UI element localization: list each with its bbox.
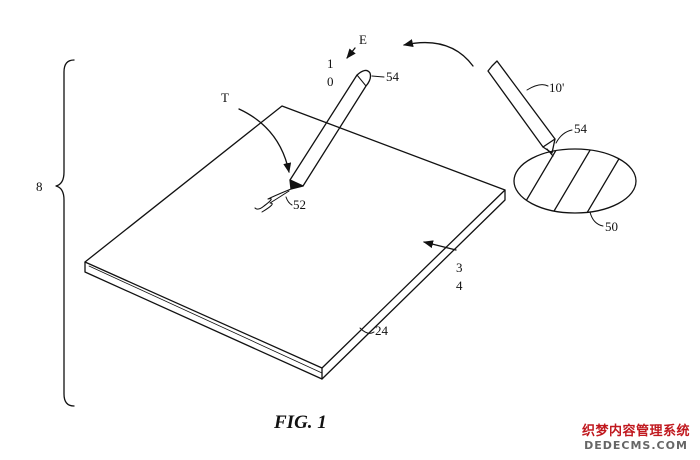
watermark-cn-text: 织梦内容管理系统 [581, 424, 690, 440]
figure-caption: FIG. 1 [273, 412, 327, 433]
label-1: 1 [327, 56, 334, 71]
label-52: 52 [293, 197, 306, 212]
leader-52 [285, 196, 293, 206]
site-watermark: 织梦内容管理系统 DEDECMS.COM [576, 424, 696, 453]
leader-50 [589, 211, 604, 227]
arrow-e [346, 47, 356, 59]
arrow-surface [423, 240, 457, 251]
label-8: 8 [36, 179, 43, 194]
stylus-secondary [487, 60, 556, 157]
label-t: T [221, 90, 229, 105]
assembly-brace [55, 59, 75, 407]
label-10-prime: 10' [549, 80, 564, 95]
label-e: E [359, 32, 367, 47]
tablet-device [84, 105, 506, 380]
label-54-secondary: 54 [574, 121, 588, 136]
label-24: 24 [375, 323, 389, 338]
leader-54b [555, 129, 573, 144]
watermark-en-text: DEDECMS.COM [584, 439, 688, 453]
stylus-main [254, 69, 372, 213]
label-4: 4 [456, 278, 463, 293]
label-0: 0 [327, 74, 334, 89]
arrow-t [238, 108, 292, 173]
label-54-main: 54 [386, 69, 400, 84]
arrow-transfer [403, 39, 474, 67]
label-50: 50 [605, 219, 618, 234]
label-3: 3 [456, 260, 463, 275]
leader-10p [526, 84, 549, 91]
leader-24 [359, 327, 375, 334]
leader-54a [371, 75, 385, 78]
